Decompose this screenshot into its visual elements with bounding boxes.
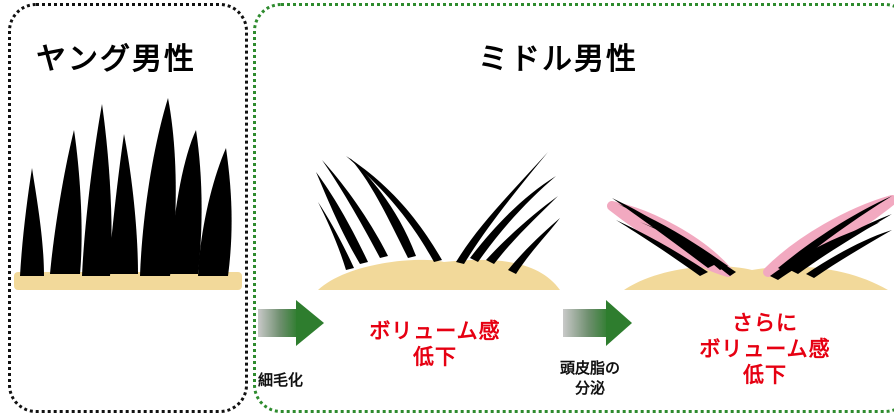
flat-hair-strand — [806, 230, 892, 278]
young-male-title: ヤング男性 — [36, 42, 196, 77]
thin-hair-strand — [456, 152, 548, 264]
flat-hair-strand — [640, 222, 736, 276]
young-scalp — [14, 272, 242, 290]
middle-male-panel — [253, 3, 894, 413]
young-hair-strand — [140, 98, 176, 276]
thinning-scalp — [318, 259, 560, 290]
middle-male-title: ミドル男性 — [478, 42, 638, 77]
further-volume-loss-line2: ボリューム感 — [699, 337, 831, 361]
volume-loss-label: ボリューム感 低下 — [340, 318, 530, 370]
arrow-sebum — [563, 300, 632, 346]
thinning-hair-illustration — [316, 152, 560, 290]
young-hair-strand — [198, 148, 232, 276]
thin-hair-strand — [508, 218, 560, 274]
thin-hair-strand — [322, 160, 388, 258]
flat-hair-strand — [616, 220, 708, 276]
further-volume-loss-line1: さらに — [732, 311, 798, 335]
young-hair-strand — [50, 130, 82, 274]
young-hair-strand — [170, 130, 202, 274]
sebum-hair-illustration — [607, 195, 894, 290]
young-hair-strand — [82, 104, 112, 276]
thinning-label: 細毛化 — [258, 371, 304, 389]
sebum-secretion-line2: 分泌 — [574, 379, 605, 397]
sebum-secretion-line1: 頭皮脂の — [559, 359, 620, 377]
young-hair-illustration — [14, 98, 242, 290]
thin-hair-strand — [470, 176, 556, 262]
thin-hair-strand — [316, 172, 368, 264]
sebum-secretion-label: 頭皮脂の 分泌 — [544, 358, 636, 398]
thin-hair-strand — [346, 156, 442, 262]
young-hair-strand — [20, 168, 44, 276]
sebum-scalp — [624, 266, 888, 290]
flat-hair-strand — [770, 222, 880, 280]
thin-hair-strand — [486, 196, 558, 264]
volume-loss-line1: ボリューム感 — [369, 319, 501, 343]
thin-hair-strand — [350, 158, 416, 258]
volume-loss-line2: 低下 — [413, 345, 457, 369]
thin-hair-strand — [318, 202, 354, 270]
young-hair-strand — [108, 134, 138, 274]
further-volume-loss-label: さらに ボリューム感 低下 — [660, 310, 870, 388]
arrow-thinning — [258, 300, 324, 346]
further-volume-loss-line3: 低下 — [743, 363, 787, 387]
